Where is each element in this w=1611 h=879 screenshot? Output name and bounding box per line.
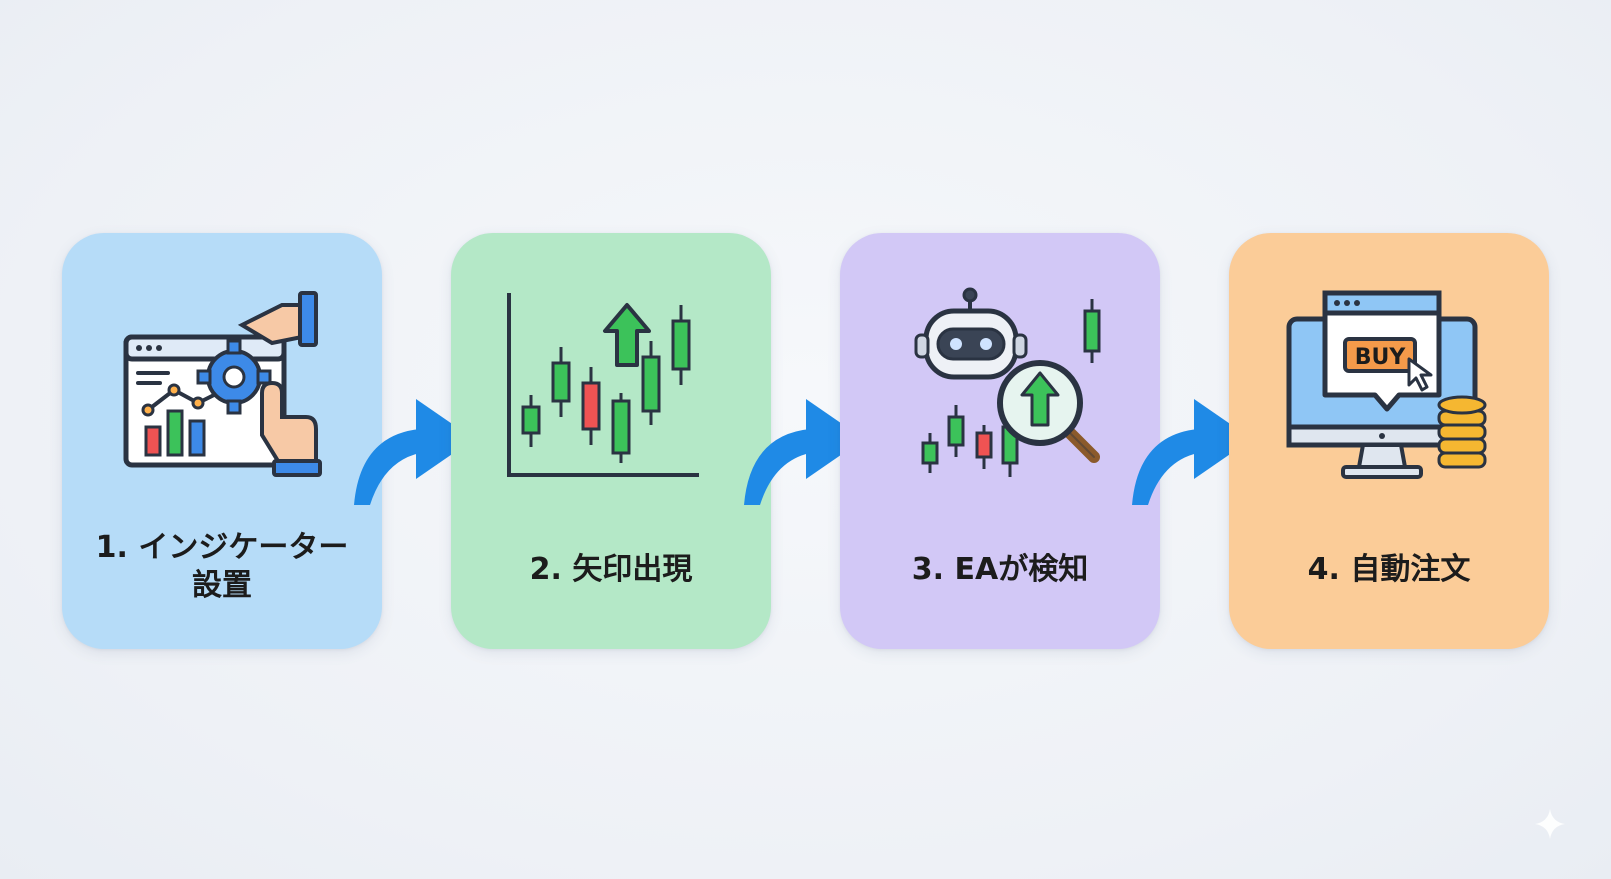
flow-arrow-3-icon (1132, 399, 1252, 505)
step-1-label-line2: 設置 (192, 568, 252, 603)
step-2-label: 2. 矢印出現 (529, 552, 693, 587)
step-3-label: 3. EAが検知 (911, 552, 1089, 587)
monitor-buy-icon: BUY (1286, 290, 1487, 479)
step-3-card: 3. EAが検知 (840, 233, 1160, 649)
flow-arrow-2-icon (744, 399, 864, 505)
robot-magnifier-icon (914, 287, 1101, 477)
step-2-card: 2. 矢印出現 (451, 233, 771, 649)
flow-arrow-1-icon (354, 399, 474, 505)
indicator-setup-icon (123, 291, 322, 477)
candlestick-arrow-icon (507, 293, 699, 477)
step-4-label: 4. 自動注文 (1307, 552, 1471, 587)
buy-button-text: BUY (1355, 345, 1407, 370)
step-4-card: BUY 4. 自動注文 (1229, 233, 1549, 649)
step-1-card: 1. インジケーター 設置 (62, 233, 382, 649)
step-1-label: 1. インジケーター 設置 (62, 529, 382, 605)
sparkle-icon (1535, 809, 1565, 839)
step-1-label-line1: 1. インジケーター (95, 530, 349, 565)
